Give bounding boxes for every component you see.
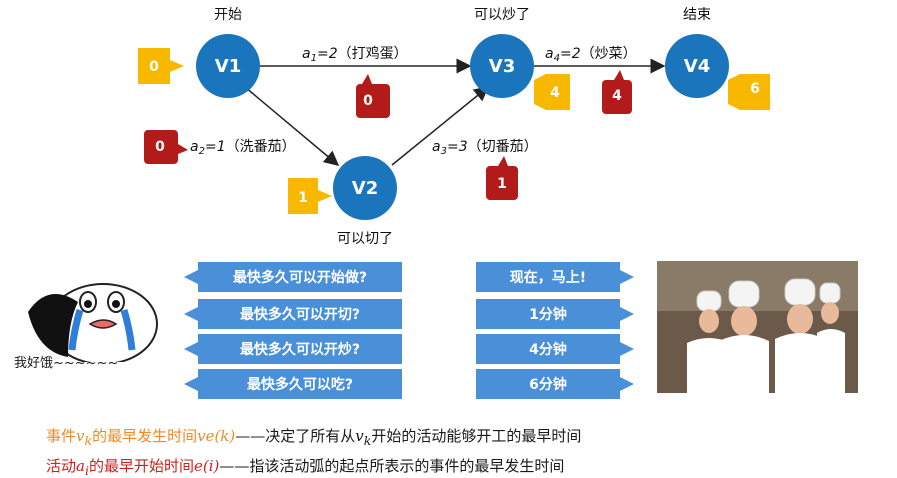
edge-label-a1: a1=2（打鸡蛋） xyxy=(302,45,408,64)
ve-tag-v4: 6 xyxy=(728,74,770,110)
ve-tag-v3: 4 xyxy=(534,74,570,110)
svg-text:0: 0 xyxy=(363,93,373,109)
svg-text:6: 6 xyxy=(750,81,760,97)
e-tag-a3: 1 xyxy=(486,156,518,200)
chefs-photo xyxy=(657,261,858,393)
ve-tag-v2: 1 xyxy=(288,178,332,214)
svg-text:4: 4 xyxy=(612,88,622,104)
hungry-text: 我好饿~~~~~~ xyxy=(14,356,119,371)
crying-face-sticker xyxy=(28,283,158,362)
node-v4: V4 xyxy=(665,34,729,98)
e-tag-a1: 0 xyxy=(354,74,390,118)
caption-v1: 开始 xyxy=(214,7,242,23)
edge-v2-v3 xyxy=(391,86,490,166)
ve-tag-v1: 0 xyxy=(138,48,184,84)
edge-label-a3: a3=3（切番茄） xyxy=(432,138,538,157)
answer-box: 6分钟 xyxy=(476,369,634,399)
e-tag-a2: 0 xyxy=(144,130,188,164)
svg-text:4: 4 xyxy=(550,85,560,101)
caption-v3: 可以炒了 xyxy=(474,7,530,23)
question-box: 最快多久可以开始做? xyxy=(184,262,402,292)
node-v1: V1 xyxy=(196,34,260,98)
e-tag-a4: 4 xyxy=(602,70,632,114)
svg-text:0: 0 xyxy=(149,59,159,75)
caption-v4: 结束 xyxy=(683,7,711,23)
svg-text:V2: V2 xyxy=(352,178,378,199)
edge-v1-v2 xyxy=(244,86,340,166)
definition-event: 事件vk的最早发生时间ve(k)——决定了所有从vk开始的活动能够开工的最早时间 xyxy=(46,427,582,448)
node-v3: V3 xyxy=(470,34,534,98)
edge-label-a4: a4=2（炒菜） xyxy=(545,46,637,64)
caption-v2: 可以切了 xyxy=(337,231,393,247)
aoe-graph: V1 V2 V3 V4 开始 可以切了 可以炒了 结束 a1=2（打鸡蛋） a2… xyxy=(138,7,770,247)
question-box: 最快多久可以吃? xyxy=(184,369,402,399)
svg-text:V4: V4 xyxy=(684,56,710,77)
edge-label-a2: a2=1（洗番茄） xyxy=(190,138,296,157)
node-v2: V2 xyxy=(333,156,397,220)
svg-text:1: 1 xyxy=(298,190,308,206)
answer-box: 现在，马上! xyxy=(476,262,634,292)
answer-box: 1分钟 xyxy=(476,299,634,329)
svg-text:1: 1 xyxy=(497,176,507,192)
definition-activity: 活动ai的最早开始时间e(i)——指该活动弧的起点所表示的事件的最早发生时间 xyxy=(46,457,565,478)
svg-text:0: 0 xyxy=(155,139,165,155)
svg-text:V1: V1 xyxy=(215,56,241,77)
question-box: 最快多久可以开切? xyxy=(184,299,402,329)
answer-box: 4分钟 xyxy=(476,334,634,364)
svg-text:V3: V3 xyxy=(489,56,515,77)
question-box: 最快多久可以开炒? xyxy=(184,334,402,364)
